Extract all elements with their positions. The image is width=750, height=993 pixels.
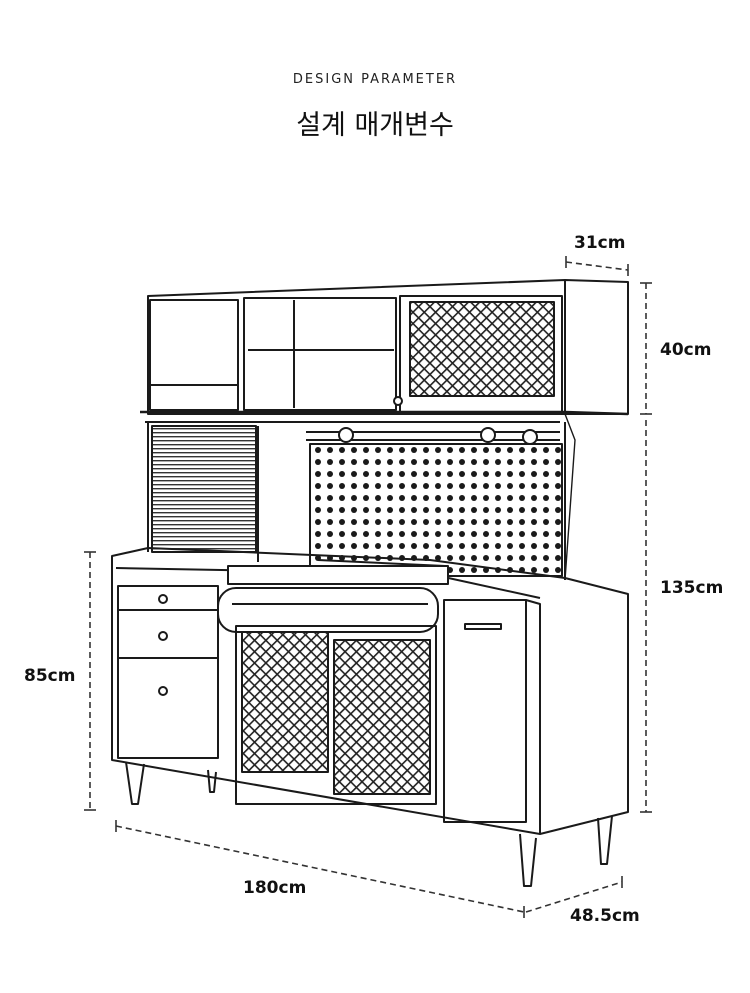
base-body	[111, 547, 629, 835]
sliding-door-left	[241, 631, 329, 773]
section-eyebrow: DESIGN PARAMETER	[292, 72, 458, 87]
drawer-bottom	[117, 657, 219, 759]
dim-depth-line	[525, 881, 623, 913]
hook-left	[338, 427, 354, 443]
dim-width-line	[115, 825, 525, 913]
pegboard	[309, 443, 563, 577]
hook-mid	[480, 427, 496, 443]
hook-right	[522, 429, 538, 445]
drawer-middle	[117, 609, 219, 659]
dim-counter-height-label: 85cm	[24, 666, 76, 686]
drawer-top	[117, 585, 219, 611]
dimension-ticks	[84, 256, 652, 918]
sliding-door-right	[333, 639, 431, 795]
right-door	[443, 599, 527, 823]
tambour-door	[151, 425, 257, 553]
right-door-handle	[464, 623, 502, 630]
counter-board	[227, 565, 449, 585]
leg-front-left	[125, 761, 145, 805]
leg-back-right	[597, 815, 613, 865]
hutch-open-shelf	[243, 297, 397, 411]
hutch-knob	[393, 396, 403, 406]
page-title: 설계 매개변수	[296, 110, 454, 141]
dim-depth-top-line	[565, 261, 629, 271]
leg-front-right	[519, 833, 537, 887]
leg-back-left	[207, 769, 217, 793]
dim-upper-height-label: 135cm	[660, 578, 724, 598]
hutch-mesh-door	[409, 301, 555, 397]
dim-hutch-height-label: 40cm	[660, 340, 712, 360]
dimension-lines	[89, 261, 647, 913]
hutch-left-door	[149, 299, 239, 411]
dim-width-label: 180cm	[243, 878, 307, 898]
dim-depth-label: 48.5cm	[570, 906, 640, 926]
dim-depth-top-label: 31cm	[574, 233, 626, 253]
center-frame	[235, 625, 437, 805]
cabinet-outline	[111, 279, 629, 887]
